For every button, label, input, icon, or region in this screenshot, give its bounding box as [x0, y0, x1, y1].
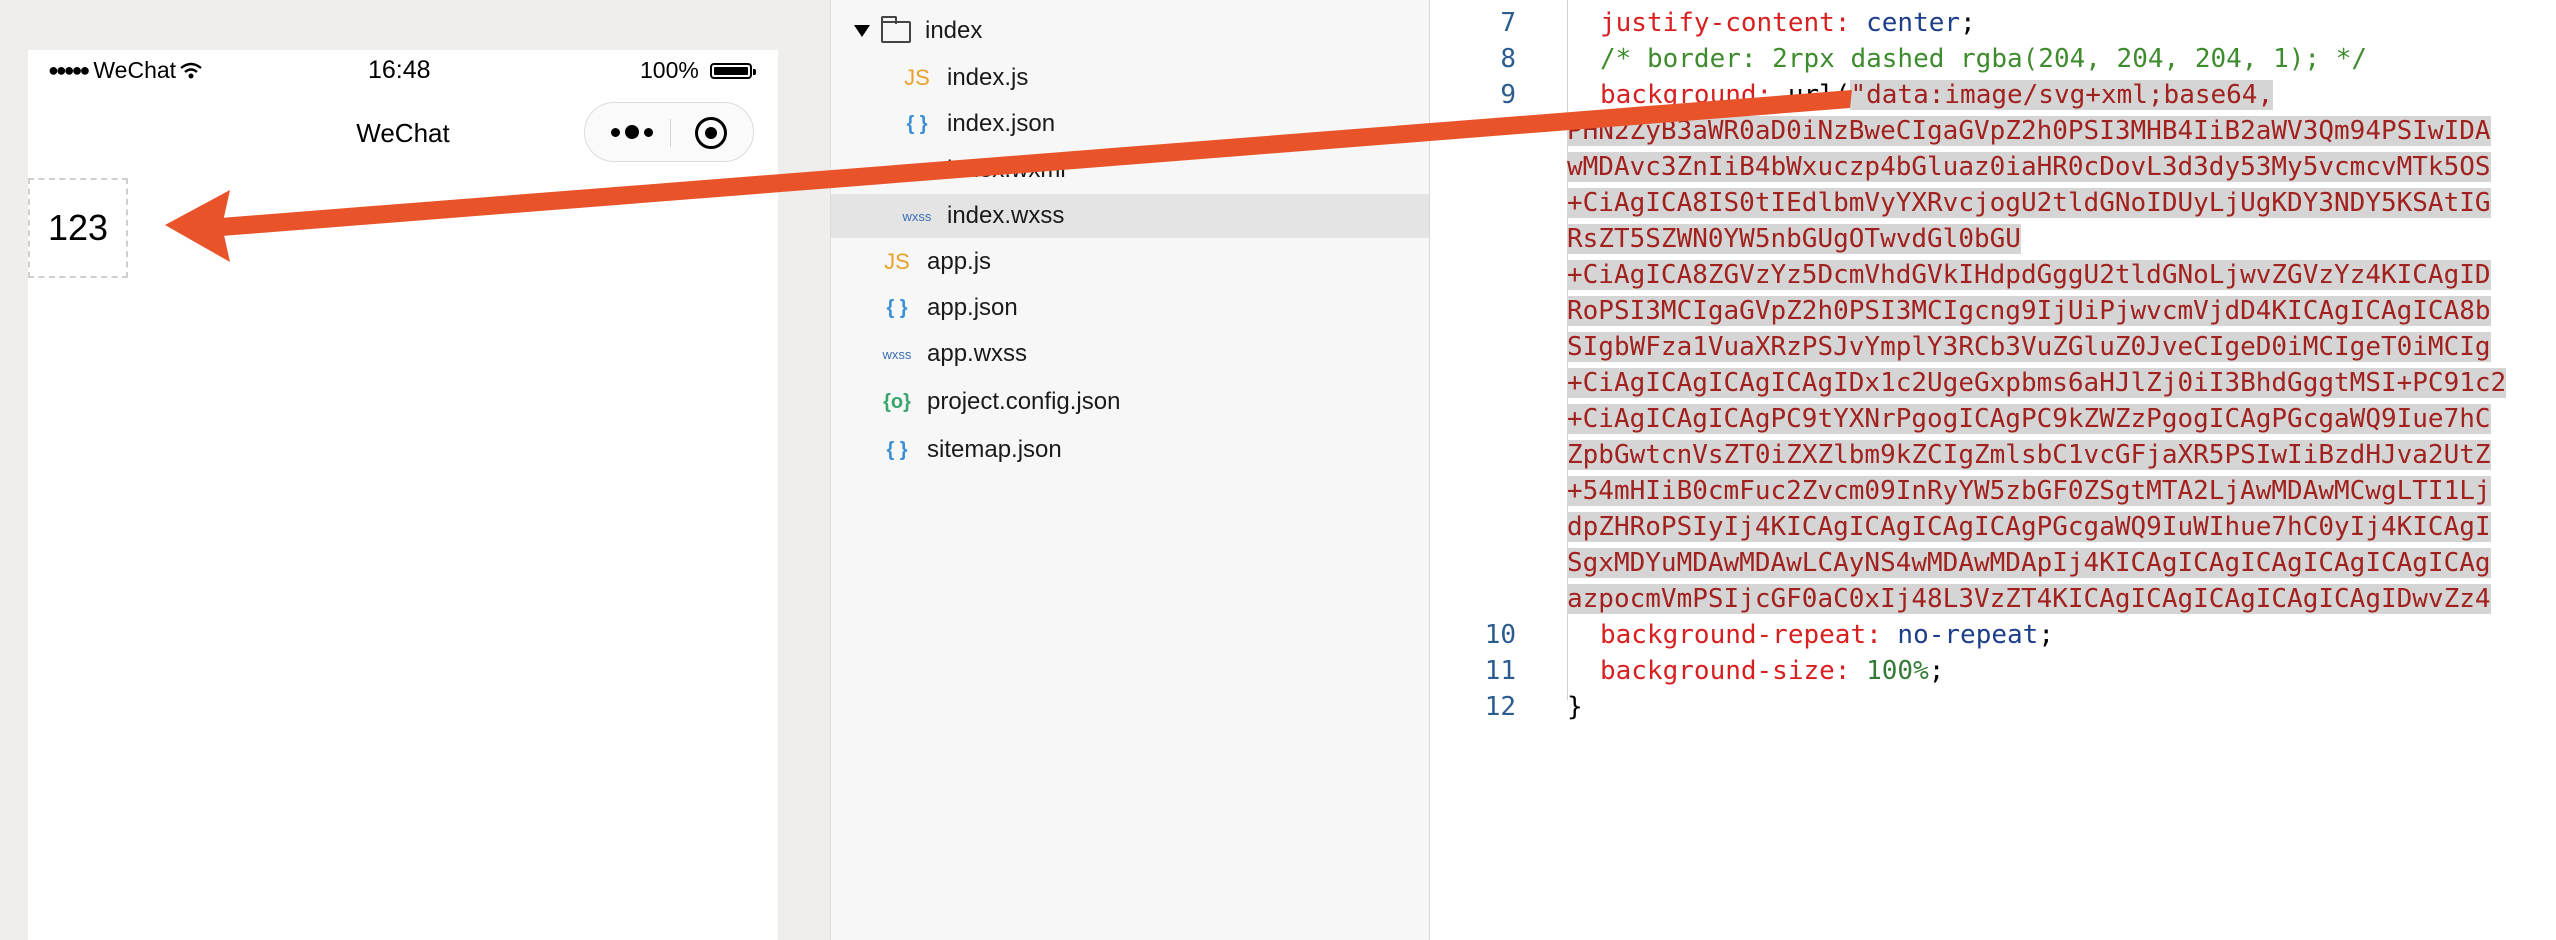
code-line-9: background: url("data:image/svg+xml;base… — [1600, 80, 2274, 110]
battery-icon — [710, 63, 756, 79]
tree-file-index-js[interactable]: JS index.js — [831, 56, 1429, 100]
tree-file-app-js[interactable]: JS app.js — [831, 240, 1429, 284]
file-label: index.wxml — [947, 156, 1066, 183]
tree-folder-index[interactable]: index — [831, 9, 1429, 53]
js-file-icon: JS — [904, 65, 930, 90]
line-number: 12 — [1484, 692, 1516, 722]
carrier-name: WeChat — [93, 57, 177, 83]
file-label: app.wxss — [927, 340, 1028, 367]
base64-line: +CiAgICA8IS0tIEdlbmVyYXRvcjogU2tldGNoIDU… — [1567, 188, 2491, 218]
code-line-11: background-size: 100%; — [1600, 656, 1945, 686]
code-line-8: /* border: 2rpx dashed rgba(204, 204, 20… — [1600, 44, 2368, 74]
caret-down-icon[interactable] — [854, 25, 870, 37]
wifi-icon — [180, 62, 202, 78]
base64-line: +54mHIiB0cmFuc2Zvcm09InRyYW5zbGF0ZSgtMTA… — [1567, 476, 2491, 506]
file-label: project.config.json — [927, 388, 1121, 415]
base64-line: +CiAgICA8ZGVzYz5DcmVhdGVkIHdpdGggU2tldGN… — [1567, 260, 2491, 290]
line-number: 11 — [1484, 656, 1516, 686]
base64-line: wMDAvc3ZnIiB4bWxuczp4bGluaz0iaHR0cDovL3d… — [1567, 152, 2491, 182]
demo-box-text: 123 — [47, 207, 109, 248]
file-label: app.json — [927, 294, 1018, 321]
capsule-divider — [670, 119, 671, 147]
line-number: 8 — [1500, 44, 1516, 74]
wxss-file-icon: wxss — [902, 208, 932, 224]
line-number: 7 — [1500, 8, 1516, 38]
wxss-file-icon: wxss — [882, 346, 912, 362]
phone-simulator: ●●●●● WeChat 16:48 100% WeChat 123 — [28, 50, 778, 940]
base64-line: dpZHRoPSIyIj4KICAgICAgICAgICAgPGcgaWQ9Iu… — [1567, 512, 2491, 542]
tree-file-index-wxss[interactable]: wxss index.wxss — [831, 194, 1429, 238]
tree-file-index-json[interactable]: { } index.json — [831, 102, 1429, 146]
base64-line: RsZT5SZWN0YW5nbGUgOTwvdGl0bGU — [1567, 224, 2021, 254]
file-label: index.json — [947, 110, 1056, 137]
signal-dots-icon: ●●●●● — [48, 60, 90, 80]
file-label: sitemap.json — [927, 436, 1062, 463]
code-line-10: background-repeat: no-repeat; — [1600, 620, 2054, 650]
js-file-icon: JS — [884, 249, 910, 274]
base64-line: +CiAgICAgICAgICAgIDx1c2UgeGxpbms6aHJlZj0… — [1567, 368, 2507, 398]
code-line-7: justify-content: center; — [1600, 8, 1976, 38]
tree-file-app-wxss[interactable]: wxss app.wxss — [831, 332, 1429, 376]
file-tree: index JS index.js { } index.json index.w… — [830, 0, 1430, 940]
base64-line: ZpbGwtcnVsZT0iZXZlbm9kZCIgZmlsbC1vcGFjaX… — [1567, 440, 2491, 470]
file-label: index.wxss — [947, 202, 1065, 229]
line-number: 9 — [1500, 80, 1516, 110]
tree-file-project-config[interactable]: {o} project.config.json — [831, 380, 1429, 424]
file-label: app.js — [927, 248, 992, 275]
tree-file-app-json[interactable]: { } app.json — [831, 286, 1429, 330]
tree-file-sitemap-json[interactable]: { } sitemap.json — [831, 428, 1429, 472]
base64-line: RoPSI3MCIgaGVpZ2h0PSI3MCIgcng9IjUiPjwvcm… — [1567, 296, 2491, 326]
status-time: 16:48 — [368, 56, 431, 84]
file-label: index.js — [947, 64, 1029, 91]
folder-open-icon — [881, 16, 911, 43]
base64-line: +CiAgICAgICAgPC9tYXNrPgogICAgPC9kZWZzPgo… — [1567, 404, 2491, 434]
code-editor[interactable]: 7 justify-content: center; 8 /* border: … — [1430, 0, 2556, 940]
tree-file-index-wxml[interactable]: index.wxml — [831, 148, 1429, 192]
base64-line: PHN2ZyB3aWR0aD0iNzBweCIgaGVpZ2h0PSI3MHB4… — [1567, 116, 2491, 146]
base64-line: SIgbWFza1VuaXRzPSJvYmplY3RCb3VuZGluZ0Jve… — [1567, 332, 2491, 362]
battery-percent: 100% — [640, 57, 699, 83]
base64-line: SgxMDYuMDAwMDAwLCAyNS4wMDAwMDApIj4KICAgI… — [1567, 548, 2491, 578]
config-file-icon: {o} — [883, 390, 911, 413]
more-menu-button[interactable] — [607, 117, 657, 147]
base64-line: azpocmVmPSIjcGF0aC0xIj48L3VzZT4KICAgICAg… — [1567, 584, 2491, 614]
menu-capsule — [584, 102, 754, 162]
carrier-signal: ●●●●● WeChat — [48, 57, 203, 84]
json-file-icon: { } — [886, 438, 908, 461]
json-file-icon: { } — [906, 112, 928, 135]
folder-label: index — [925, 17, 983, 44]
json-file-icon: { } — [886, 296, 908, 319]
status-bar: ●●●●● WeChat 16:48 100% — [28, 50, 778, 90]
line-number: 10 — [1484, 620, 1516, 650]
code-line-12: } — [1567, 692, 1583, 722]
demo-box: 123 — [28, 178, 128, 278]
close-miniprogram-icon[interactable] — [695, 117, 727, 149]
